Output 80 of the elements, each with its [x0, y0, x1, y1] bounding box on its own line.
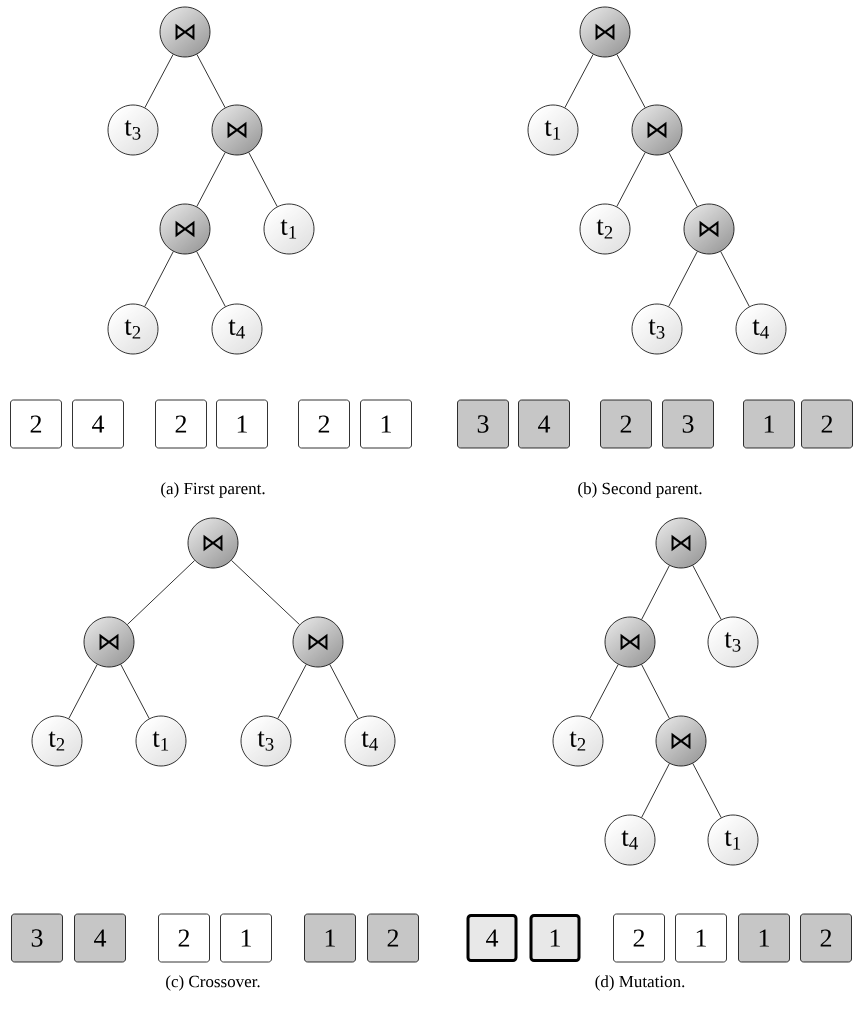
table-node: t$_{4}$: [211, 303, 263, 355]
join-node: ⋈: [83, 616, 135, 668]
tree-edge: [668, 152, 698, 207]
table-node: t$_{1}$: [527, 104, 579, 156]
table-node: t$_{4}$: [735, 303, 787, 355]
table-node: t$_{2}$: [579, 203, 631, 255]
tree-edge: [277, 664, 307, 719]
number-box: 2: [298, 399, 350, 449]
tree-edge: [720, 251, 750, 307]
join-node: ⋈: [159, 6, 211, 58]
tree-edge: [196, 251, 226, 307]
subfigure-caption: (d) Mutation.: [595, 975, 685, 991]
join-node: ⋈: [579, 6, 631, 58]
tree-edge: [692, 763, 722, 818]
tree-edge: [641, 565, 670, 620]
number-box: 4: [518, 399, 570, 449]
table-node: t$_{1}$: [707, 814, 759, 866]
table-node: t$_{2}$: [552, 715, 604, 767]
join-node: ⋈: [631, 104, 683, 156]
table-node: t$_{4}$: [344, 715, 396, 767]
number-box: 2: [155, 399, 207, 449]
number-box: 2: [613, 913, 665, 963]
tree-edge: [616, 152, 646, 207]
table-node: t$_{4}$: [604, 814, 656, 866]
tree-edge: [196, 152, 226, 207]
tree-edge: [144, 251, 174, 307]
number-box: 2: [367, 913, 419, 963]
table-node: t$_{3}$: [707, 616, 759, 668]
number-box: 1: [743, 399, 795, 449]
number-box: 3: [11, 913, 63, 963]
number-box: 1: [304, 913, 356, 963]
join-node: ⋈: [604, 616, 656, 668]
number-box: 3: [457, 399, 509, 449]
subfigure-caption: (b) Second parent.: [578, 482, 702, 498]
tree-edge: [616, 54, 646, 108]
number-box: 2: [10, 399, 62, 449]
tree-edge: [127, 560, 195, 625]
join-node: ⋈: [187, 517, 239, 569]
subfigure-caption: (a) First parent.: [161, 482, 265, 498]
tree-edge: [329, 664, 359, 719]
table-node: t$_{1}$: [135, 715, 187, 767]
tree-edge: [120, 664, 150, 719]
number-box: 2: [801, 399, 853, 449]
number-box: 2: [800, 913, 852, 963]
tree-edge: [196, 54, 226, 108]
number-box: 1: [220, 913, 272, 963]
join-node: ⋈: [683, 203, 735, 255]
number-box: 4: [74, 913, 126, 963]
tree-edge: [231, 560, 300, 625]
join-node: ⋈: [159, 203, 211, 255]
tree-edge: [692, 565, 722, 620]
table-node: t$_{3}$: [107, 104, 159, 156]
tree-edge: [641, 763, 670, 818]
number-box: 1: [738, 913, 790, 963]
tree-edge: [641, 664, 670, 719]
join-node: ⋈: [211, 104, 263, 156]
tree-edge: [668, 251, 698, 307]
tree-edge: [68, 664, 98, 719]
number-box: 3: [662, 399, 714, 449]
number-box: 4: [466, 914, 518, 962]
table-node: t$_{2}$: [31, 715, 83, 767]
subfigure-caption: (c) Crossover.: [166, 975, 260, 991]
table-node: t$_{1}$: [263, 203, 315, 255]
number-box: 1: [360, 399, 412, 449]
number-box: 4: [72, 399, 124, 449]
number-box: 1: [529, 914, 581, 962]
join-node: ⋈: [292, 616, 344, 668]
join-node: ⋈: [655, 517, 707, 569]
tree-edge: [144, 54, 174, 108]
number-box: 1: [216, 399, 268, 449]
number-box: 2: [158, 913, 210, 963]
tree-edge: [248, 152, 278, 207]
join-node: ⋈: [655, 715, 707, 767]
tree-edge: [564, 54, 594, 108]
tree-edge: [589, 664, 619, 719]
table-node: t$_{3}$: [631, 303, 683, 355]
number-box: 1: [675, 913, 727, 963]
number-box: 2: [600, 399, 652, 449]
table-node: t$_{2}$: [107, 303, 159, 355]
table-node: t$_{3}$: [240, 715, 292, 767]
